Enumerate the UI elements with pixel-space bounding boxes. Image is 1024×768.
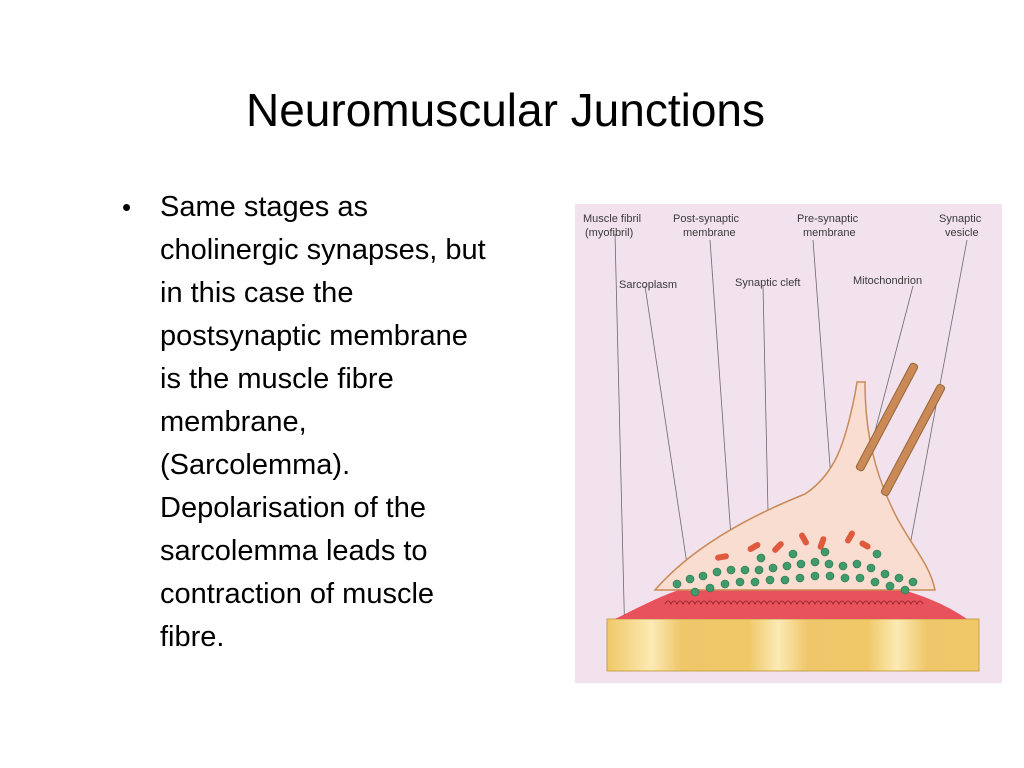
bullet-text: Same stages as cholinergic synapses, but… <box>160 186 560 659</box>
bullet-dot-icon: • <box>122 192 132 222</box>
bullet-line: is the muscle fibre <box>160 363 394 395</box>
axon <box>855 362 919 472</box>
label-pre-synaptic-membrane: membrane <box>803 227 856 239</box>
mitochondria <box>715 530 871 561</box>
diagram-svg: Muscle fibril (myofibril) Post-synaptic … <box>583 213 982 672</box>
junctional-folds <box>664 600 924 606</box>
synaptic-vesicles <box>672 547 918 597</box>
label-post-synaptic: Post-synaptic <box>673 213 740 225</box>
label-muscle-fibril: Muscle fibril <box>583 213 641 225</box>
label-post-synaptic-membrane: membrane <box>683 227 736 239</box>
label-pre-synaptic: Pre-synaptic <box>797 213 859 225</box>
nerve-terminal <box>653 381 936 591</box>
bullet-line: contraction of muscle <box>160 578 435 610</box>
bullet-line: postsynaptic membrane <box>160 320 468 352</box>
bullet-item: • Same stages as cholinergic synapses, b… <box>122 186 572 659</box>
label-synaptic-cleft: Synaptic cleft <box>735 277 800 289</box>
label-sarcoplasm: Sarcoplasm <box>619 279 677 291</box>
muscle-fibre <box>606 618 980 672</box>
bullet-list: • Same stages as cholinergic synapses, b… <box>122 186 572 659</box>
bullet-line: membrane, <box>160 406 307 438</box>
leader-lines <box>614 233 968 645</box>
bullet-line: Depolarisation of the <box>160 492 426 524</box>
axon <box>880 383 946 497</box>
bullet-line: Same stages as <box>160 191 368 223</box>
label-mitochondrion: Mitochondrion <box>853 275 922 287</box>
bullet-line: (Sarcolemma). <box>160 449 351 481</box>
label-synaptic: Synaptic <box>939 213 982 225</box>
label-vesicle: vesicle <box>945 227 979 239</box>
bullet-line: sarcolemma leads to <box>160 535 428 567</box>
label-myofibril: (myofibril) <box>585 227 633 239</box>
neuromuscular-junction-diagram: Muscle fibril (myofibril) Post-synaptic … <box>575 204 1002 683</box>
bullet-line: cholinergic synapses, but <box>160 234 486 266</box>
bullet-line: in this case the <box>160 277 354 309</box>
bullet-line: fibre. <box>160 621 225 653</box>
slide-title: Neuromuscular Junctions <box>246 84 766 136</box>
